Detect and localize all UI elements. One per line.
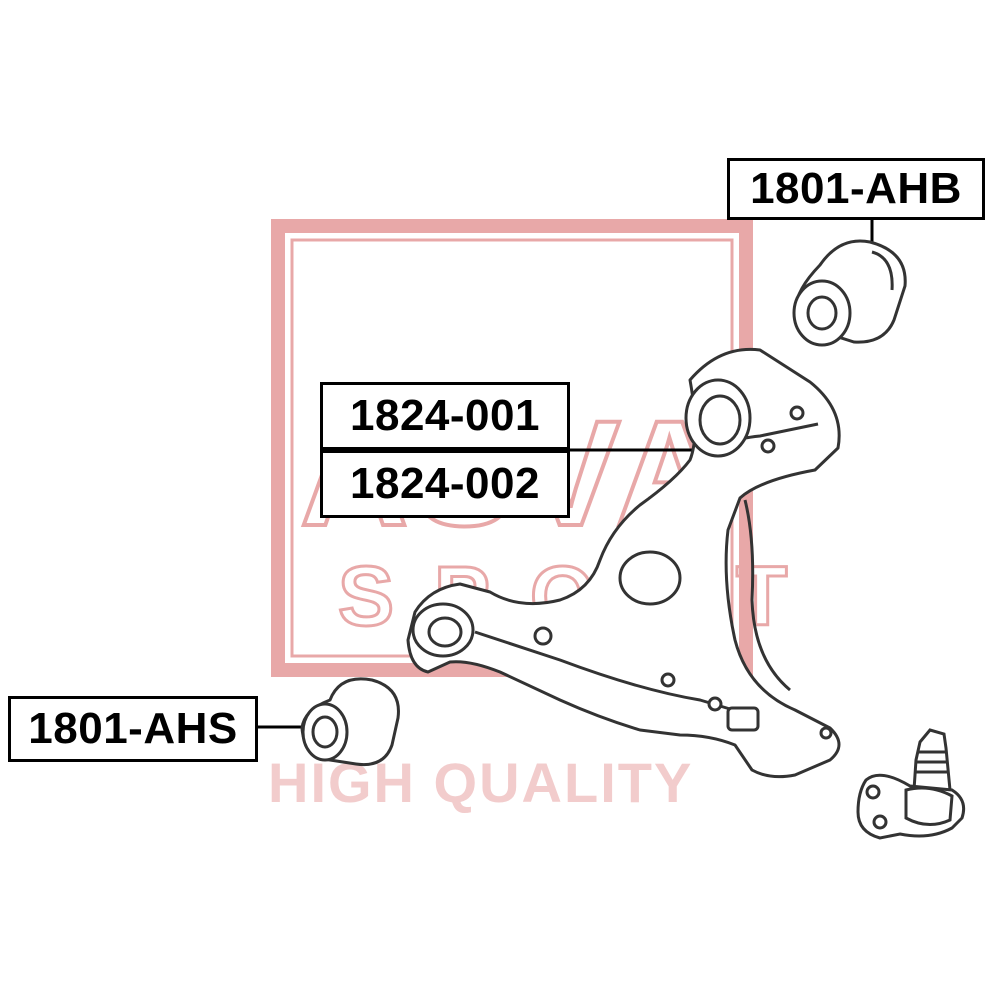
upper-bushing-sleeve — [871, 250, 894, 291]
arm-center-hole — [618, 550, 682, 606]
arm-bolt-hole-3 — [533, 626, 553, 646]
ball-joint-hole-2 — [872, 814, 888, 830]
arm-rear-bushing-hole — [698, 394, 742, 446]
ball-joint-part — [856, 728, 966, 840]
arm-bolt-hole-2 — [760, 438, 776, 454]
control-arm-rib-lower — [474, 630, 741, 714]
part-label-arm-left: 1824-001 — [320, 382, 570, 450]
control-arm-rib-inner — [743, 499, 791, 692]
control-arm-part — [406, 347, 841, 779]
arm-bolt-hole-6 — [819, 726, 833, 740]
arm-bolt-hole-4 — [660, 672, 676, 688]
front-bushing-part — [300, 677, 400, 767]
arm-bolt-hole-1 — [789, 405, 805, 421]
upper-bushing-part — [792, 239, 907, 347]
ball-joint-hole-1 — [865, 784, 881, 800]
front-bushing-hole — [311, 715, 339, 749]
part-label-arm-right: 1824-002 — [320, 450, 570, 518]
arm-ball-joint-plate — [726, 706, 760, 732]
arm-front-bushing-hole — [427, 616, 463, 648]
ball-joint-boot — [904, 786, 954, 826]
arm-bolt-hole-5 — [707, 696, 723, 712]
part-label-front-bushing: 1801-AHS — [8, 696, 258, 762]
upper-bushing-hole — [806, 295, 838, 331]
ball-joint-stud — [912, 728, 952, 792]
part-label-upper-bushing: 1801-AHB — [727, 158, 985, 220]
